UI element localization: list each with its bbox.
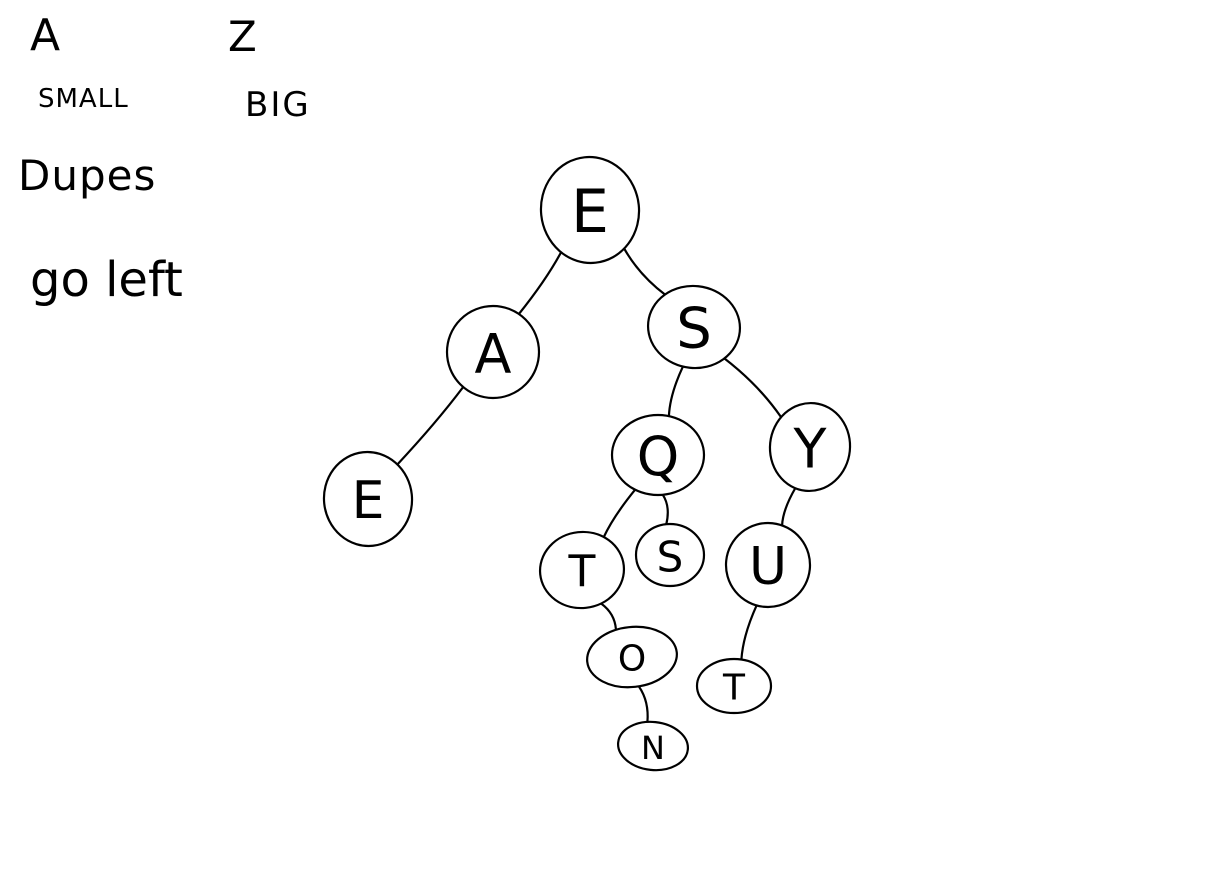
tree-node-circle <box>617 720 689 772</box>
tree-node-circle <box>646 284 742 370</box>
tree-edge <box>637 685 649 724</box>
left-end-letter: A <box>30 10 61 61</box>
tree-node-circle <box>768 401 852 493</box>
tree-edge <box>517 251 562 316</box>
tree-node: Y <box>768 401 852 493</box>
tree-node: O <box>586 625 678 689</box>
tree-node-circle <box>634 522 706 588</box>
tree-node-circle <box>322 450 414 548</box>
tree-edge <box>781 486 797 527</box>
big-label: BIG <box>245 85 311 125</box>
tree-node: T <box>538 530 626 610</box>
tree-node-label: O <box>618 639 646 680</box>
tree-node: S <box>634 522 706 588</box>
tree-node-label: S <box>676 297 712 362</box>
right-end-letter: Z <box>228 12 257 61</box>
tree-node-label: Y <box>793 418 828 481</box>
tree-node-label: Q <box>637 426 680 489</box>
tree-node: Q <box>610 413 706 497</box>
tree-node-label: N <box>641 729 665 767</box>
tree-node-label: U <box>749 537 787 597</box>
dupes-rule-line2: go left <box>30 252 183 308</box>
tree-node-label: E <box>352 471 385 531</box>
tree-node-circle <box>610 413 706 497</box>
tree-edge <box>396 385 465 466</box>
tree-edge <box>667 365 684 418</box>
tree-node: S <box>646 284 742 370</box>
tree-node: E <box>322 450 414 548</box>
tree-node-label: E <box>571 177 609 247</box>
tree-node-circle <box>538 530 626 610</box>
tree-edge <box>661 493 669 526</box>
tree-node-circle <box>445 304 541 400</box>
tree-edge <box>602 488 637 539</box>
edges-layer <box>396 247 797 724</box>
tree-edge <box>740 604 758 661</box>
tree-node-circle <box>539 155 641 265</box>
tree-node: E <box>539 155 641 265</box>
tree-node: T <box>695 657 773 715</box>
tree-node-label: S <box>657 533 684 582</box>
dupes-rule-line1: Dupes <box>18 151 157 200</box>
tree-node: N <box>617 720 689 772</box>
tree-node-label: A <box>475 323 512 386</box>
tree-node-circle <box>724 521 812 609</box>
tree-node-circle <box>695 657 773 715</box>
tree-node-circle <box>586 625 678 689</box>
tree-node: U <box>724 521 812 609</box>
tree-edge <box>600 602 617 631</box>
tree-node-label: T <box>568 547 596 598</box>
tree-edge <box>622 247 667 296</box>
tree-edge <box>722 357 782 418</box>
small-label: SMALL <box>38 84 129 114</box>
tree-node-label: T <box>722 668 746 709</box>
tree-node: A <box>445 304 541 400</box>
